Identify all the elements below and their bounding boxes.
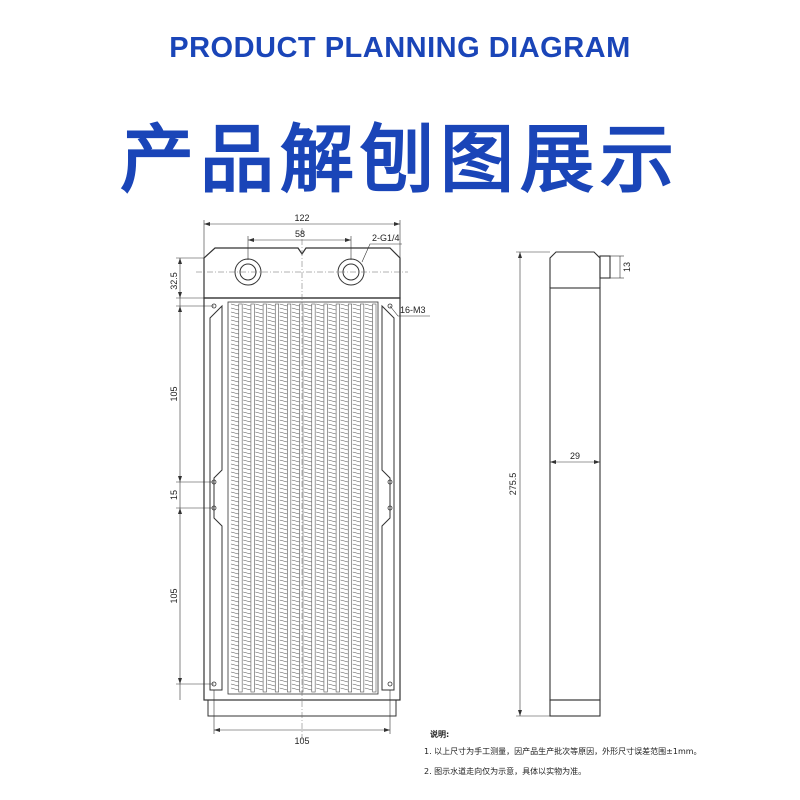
side-view — [549, 251, 611, 717]
coolant-tube — [299, 303, 304, 693]
fin-column — [267, 303, 276, 691]
dim-thickness: 29 — [570, 451, 580, 461]
title-english: PRODUCT PLANNING DIAGRAM — [169, 32, 631, 64]
core-area — [227, 301, 379, 695]
side-top-tank — [549, 251, 601, 288]
dim-port-label: 2-G1/4 — [372, 233, 400, 243]
coolant-tube — [287, 303, 292, 693]
notes-line-1: 1. 以上尺寸为手工测量，因产品生产批次等原因，外形尺寸误差范围±1mm。 — [424, 747, 702, 756]
coolant-tube — [250, 303, 255, 693]
notes-heading: 说明: — [430, 730, 450, 739]
fin-column — [303, 303, 312, 691]
dim-port-height: 13 — [622, 262, 632, 272]
fin-column — [230, 303, 239, 691]
fin-column — [279, 303, 288, 691]
fin-column — [316, 303, 324, 691]
coolant-tube — [238, 303, 243, 693]
fin-column — [328, 303, 336, 691]
coolant-tube — [323, 303, 328, 693]
fin-column — [255, 303, 263, 691]
notes-line-2: 2. 图示水道走向仅为示意，具体以实物为准。 — [424, 767, 587, 776]
side-dimension-lines — [516, 251, 624, 717]
center-lines — [196, 228, 408, 740]
dim-upper-span: 105 — [169, 386, 179, 401]
dim-middle-span: 15 — [169, 490, 179, 500]
coolant-tube — [311, 303, 316, 693]
dim-width-bottom: 105 — [294, 736, 309, 746]
coolant-tube — [335, 303, 340, 693]
coolant-tube — [347, 303, 352, 693]
fin-column — [340, 303, 349, 691]
side-bottom-cap — [549, 699, 601, 717]
coolant-tube — [360, 303, 365, 693]
side-port-fitting — [599, 255, 611, 279]
fin-column — [243, 303, 251, 691]
right-side-bracket — [381, 304, 395, 691]
dim-lower-span: 105 — [169, 588, 179, 603]
side-body — [549, 287, 601, 701]
dim-screw-label: 16-M3 — [400, 305, 426, 315]
dim-total-length: 275.5 — [508, 473, 518, 496]
dim-port-spacing: 58 — [295, 229, 305, 239]
coolant-tube — [274, 303, 279, 693]
title-chinese: 产品解刨图展示 — [120, 117, 680, 203]
radiator-front-outline — [203, 247, 401, 299]
dimension-arrows — [178, 222, 400, 732]
fin-column — [364, 303, 373, 691]
dim-width-top: 122 — [294, 213, 309, 223]
coolant-tube — [372, 303, 377, 693]
dim-top-height: 32.5 — [169, 272, 179, 290]
fin-column — [352, 303, 361, 691]
coolant-tube — [262, 303, 267, 693]
fin-pattern — [230, 303, 377, 693]
fin-column — [291, 303, 300, 691]
left-side-bracket — [209, 304, 223, 691]
